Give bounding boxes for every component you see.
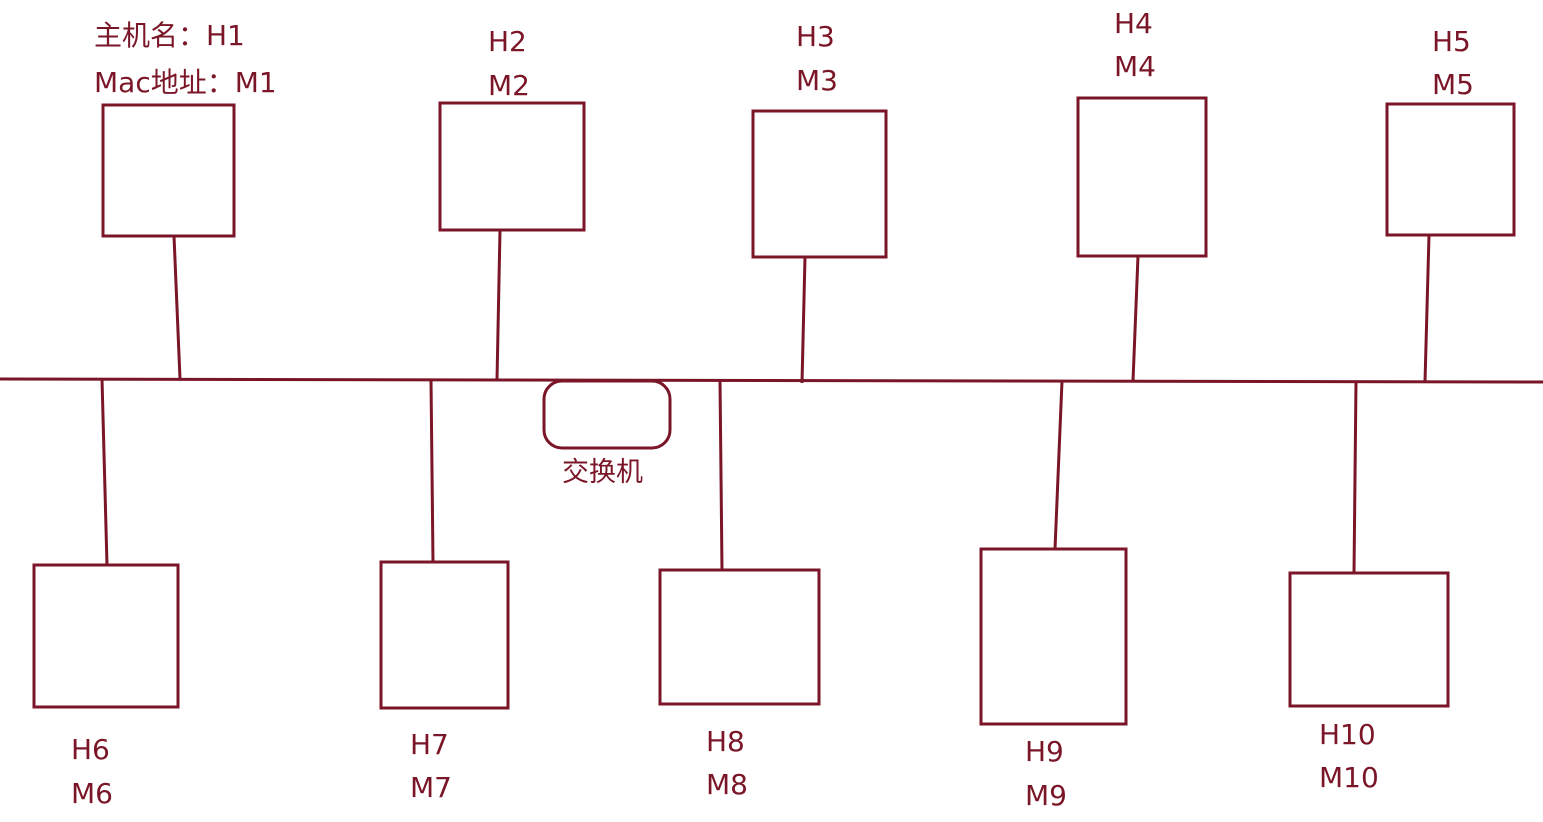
host-label-h2: H2 (488, 25, 527, 58)
bus-line (0, 377, 1543, 384)
host-label-h6: H6 (71, 733, 110, 766)
mac-label-h6: M6 (71, 777, 113, 810)
connector-h1 (172, 235, 182, 380)
host-box-h10 (1288, 571, 1450, 708)
mac-label-h4: M4 (1114, 50, 1156, 83)
mac-label-h2: M2 (488, 69, 530, 102)
host-box-h7 (379, 560, 510, 710)
host-label-h10: H10 (1319, 718, 1376, 751)
switch-label: 交换机 (562, 457, 643, 488)
host-label-h1: 主机名：H1 (94, 19, 245, 52)
connector-h2 (495, 229, 502, 381)
mac-label-h10: M10 (1319, 761, 1379, 794)
connector-h8 (718, 379, 724, 571)
host-box-h6 (32, 563, 180, 709)
mac-label-h9: M9 (1025, 779, 1067, 812)
host-box-h5 (1385, 102, 1516, 237)
host-box-h1 (101, 103, 236, 238)
host-box-h4 (1076, 96, 1208, 258)
connector-h4 (1131, 255, 1140, 382)
host-box-h3 (751, 109, 888, 259)
host-label-h9: H9 (1025, 735, 1064, 768)
mac-label-h1: Mac地址：M1 (94, 66, 277, 99)
connector-h3 (800, 256, 807, 384)
host-box-h9 (979, 547, 1128, 726)
connector-h9 (1053, 380, 1064, 550)
mac-label-h8: M8 (706, 768, 748, 801)
mac-label-h7: M7 (410, 771, 452, 804)
host-label-h3: H3 (796, 20, 835, 53)
host-label-h8: H8 (706, 725, 745, 758)
connector-h6 (100, 378, 109, 566)
host-label-h4: H4 (1114, 7, 1153, 40)
connector-h10 (1352, 381, 1358, 574)
switch-box (542, 379, 672, 450)
host-box-h8 (658, 568, 821, 706)
host-box-h2 (438, 101, 586, 232)
host-label-h7: H7 (410, 728, 449, 761)
mac-label-h5: M5 (1432, 68, 1474, 101)
host-label-h5: H5 (1432, 25, 1471, 58)
mac-label-h3: M3 (796, 64, 838, 97)
connector-h5 (1423, 234, 1431, 383)
connector-h7 (429, 379, 435, 563)
